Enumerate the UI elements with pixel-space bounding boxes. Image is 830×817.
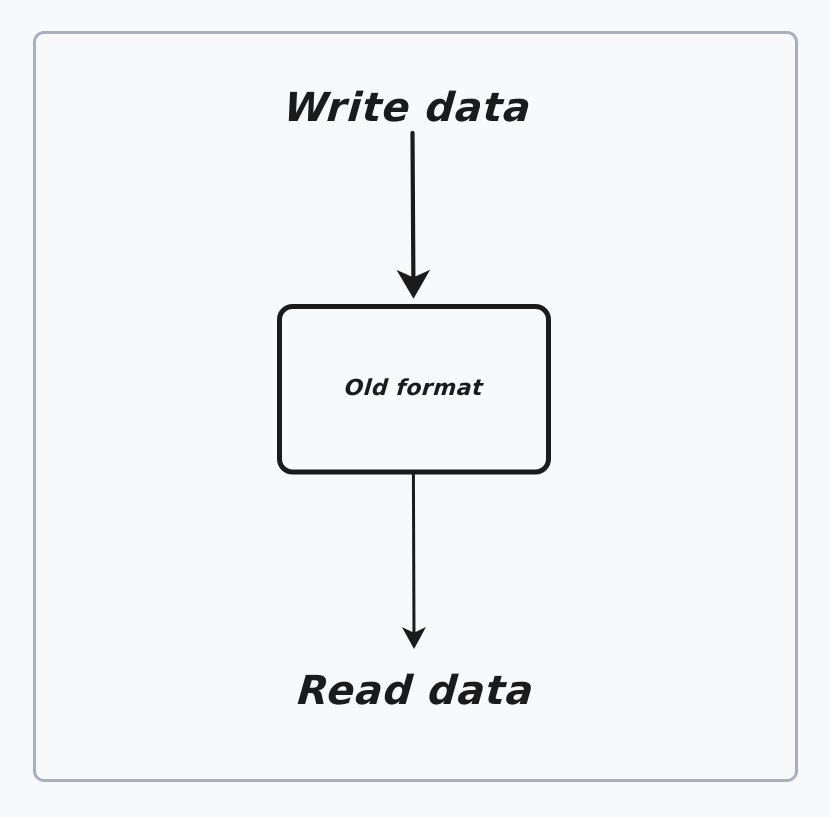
diagram-frame bbox=[33, 31, 798, 782]
label-read-data: Read data bbox=[295, 668, 537, 714]
label-write-data: Write data bbox=[282, 85, 534, 131]
label-old-format: Old format bbox=[343, 376, 485, 401]
arrow-write-to-node bbox=[396, 130, 431, 299]
arrow-node-to-read bbox=[401, 470, 426, 649]
